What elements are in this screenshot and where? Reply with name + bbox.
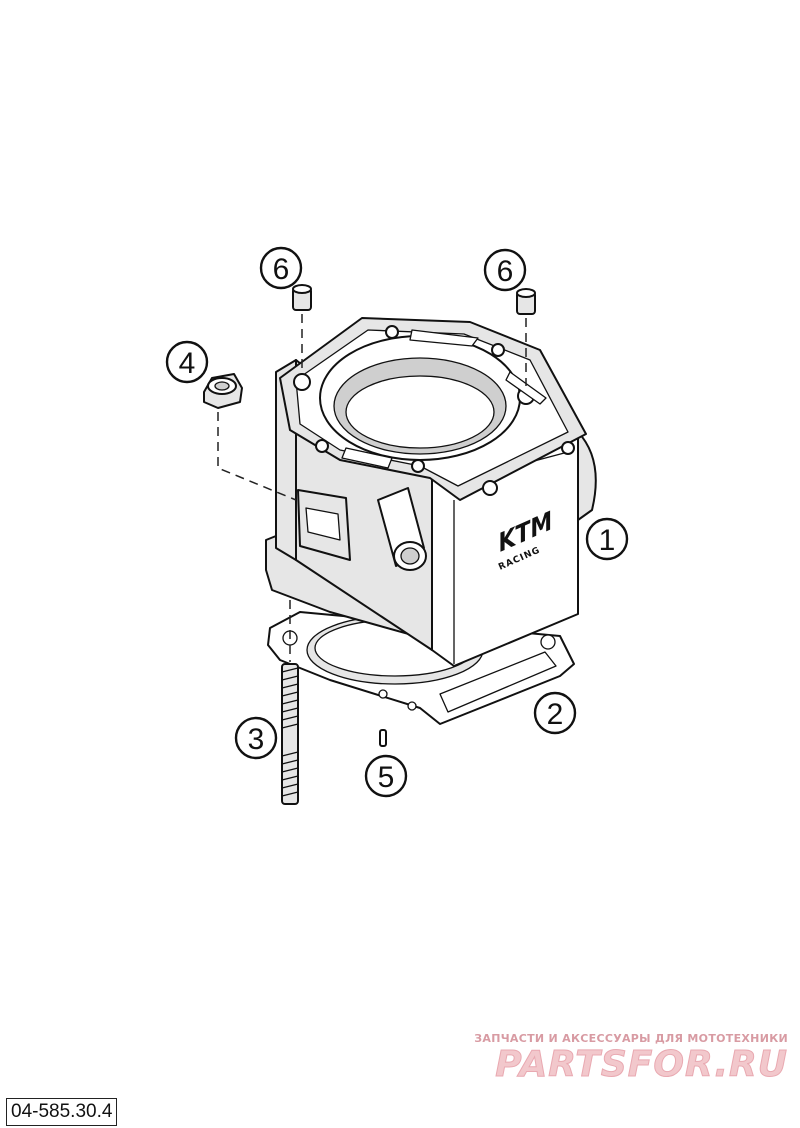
collar-nut xyxy=(203,373,243,409)
callout-6a: 6 xyxy=(259,246,303,290)
callout-4: 4 xyxy=(165,340,209,384)
cylinder-body: KTM RACING xyxy=(265,317,597,667)
svg-text:4: 4 xyxy=(179,347,196,380)
svg-text:6: 6 xyxy=(273,253,290,286)
svg-text:3: 3 xyxy=(248,723,265,756)
callout-1: 1 xyxy=(585,517,629,561)
watermark-logo: PARTSFOR.RU xyxy=(495,1044,788,1085)
svg-text:1: 1 xyxy=(599,524,616,557)
callout-5: 5 xyxy=(364,754,408,798)
svg-text:6: 6 xyxy=(497,255,514,288)
drawing-code: 04-585.30.4 xyxy=(6,1098,118,1126)
dowel-sleeve-left xyxy=(292,284,312,311)
svg-text:2: 2 xyxy=(547,698,564,731)
svg-text:5: 5 xyxy=(378,761,395,794)
watermark: ЗАПЧАСТИ И АКСЕССУАРЫ ДЛЯ МОТОТЕХНИКИ PA… xyxy=(474,1032,788,1085)
callout-2: 2 xyxy=(533,691,577,735)
callout-3: 3 xyxy=(234,716,278,760)
cylinder-stud xyxy=(281,663,299,805)
dowel-sleeve-right xyxy=(516,288,536,315)
dowel-pin xyxy=(379,729,387,747)
callout-6b: 6 xyxy=(483,248,527,292)
watermark-tagline: ЗАПЧАСТИ И АКСЕССУАРЫ ДЛЯ МОТОТЕХНИКИ xyxy=(474,1032,788,1045)
